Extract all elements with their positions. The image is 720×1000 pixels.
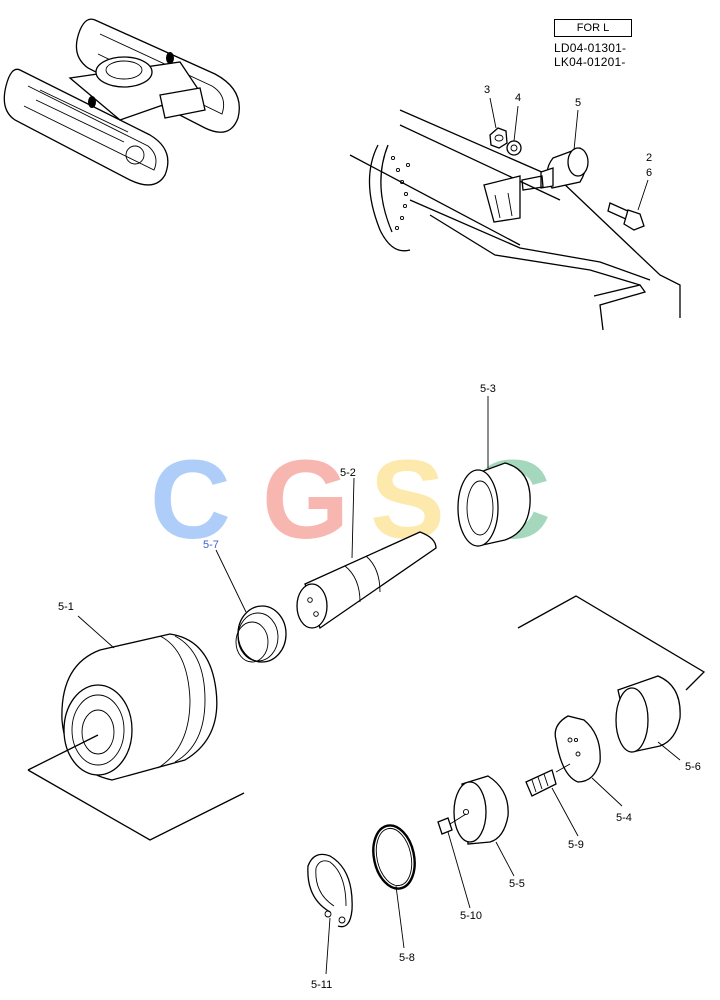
callout-5-8: 5-8 — [399, 952, 415, 964]
callout-5-4: 5-4 — [616, 812, 632, 824]
callout-4: 4 — [515, 92, 521, 104]
callout-6: 6 — [646, 167, 652, 179]
callout-5-7: 5-7 — [203, 539, 219, 551]
carrier-roller-part-5 — [521, 147, 589, 191]
callout-5-3: 5-3 — [480, 383, 496, 395]
track-frame-assembly — [349, 109, 681, 331]
snap-ring-part-5-11 — [307, 853, 353, 928]
cover-plate-part-5-4 — [554, 715, 601, 783]
roller-body-part-5-1 — [27, 633, 245, 841]
callout-2: 2 — [646, 152, 652, 164]
callout-5-10: 5-10 — [460, 910, 482, 922]
callout-5-6: 5-6 — [685, 761, 701, 773]
watermark: C G S C — [150, 437, 551, 562]
plug-part-5-10 — [437, 813, 467, 835]
end-cap-part-5-5 — [453, 775, 509, 845]
callout-5-2: 5-2 — [340, 467, 356, 479]
screw-part-5-9 — [525, 763, 571, 797]
shaft-part-5-2 — [296, 531, 437, 630]
o-ring-part-5-8 — [372, 824, 416, 890]
callout-5-5: 5-5 — [509, 878, 525, 890]
callout-5-1: 5-1 — [58, 601, 74, 613]
washer-part-4 — [506, 140, 522, 156]
nut-part-3 — [489, 127, 508, 149]
serial-range-2: LK04-01201- — [554, 55, 626, 69]
callout-3: 3 — [484, 84, 490, 96]
bushing-part-5-6 — [615, 675, 681, 753]
watermark-letter-1: C — [150, 437, 231, 562]
seal-part-5-7 — [235, 605, 287, 663]
watermark-letter-2: G — [262, 437, 349, 562]
callout-5: 5 — [575, 97, 581, 109]
serial-range-1: LD04-01301- — [554, 41, 627, 55]
callout-5-11: 5-11 — [311, 979, 332, 991]
collar-part-5-3 — [457, 462, 531, 547]
callout-5-9: 5-9 — [568, 839, 584, 851]
bolt-part-2-6 — [607, 202, 645, 231]
undercarriage-thumbnail — [3, 18, 240, 186]
for-model-box: FOR L — [554, 19, 632, 37]
frame-rivets — [390, 155, 411, 231]
